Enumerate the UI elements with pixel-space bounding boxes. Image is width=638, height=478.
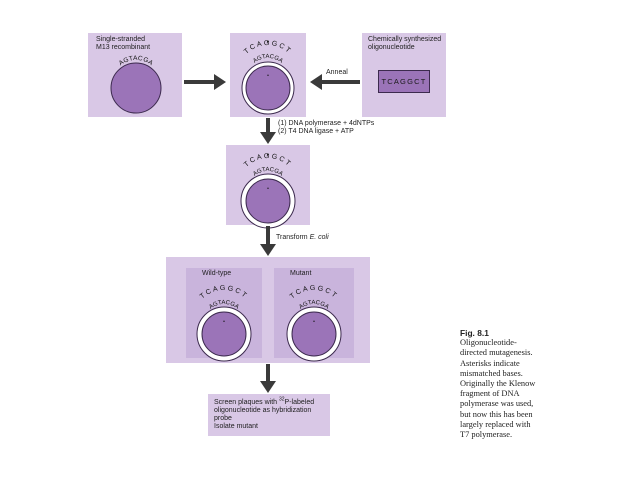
arrow-m13-head — [214, 74, 226, 90]
extended-circle — [245, 178, 291, 224]
caption-line: polymerase was used, — [460, 399, 534, 409]
arrow-down-1-head — [260, 132, 276, 144]
mutant-circle-sequence: AGTACGA — [298, 300, 329, 311]
arrow-down-2-shaft — [266, 226, 270, 246]
arrow-oligo-head — [310, 74, 322, 90]
arrow-m13-shaft — [184, 80, 216, 84]
arrow-down-1-shaft — [266, 118, 270, 134]
wildtype-asterisk-inner: • — [223, 319, 225, 325]
wildtype-outer-sequence: TCAGGCT — [199, 285, 249, 300]
wildtype-circle — [201, 311, 247, 357]
caption-line: directed mutagenesis. — [460, 348, 533, 358]
screen-text: Screen plaques with 32P-labeled oligonuc… — [214, 396, 330, 431]
arrow-down-3-head — [260, 381, 276, 393]
caption-line: largely replaced with — [460, 419, 531, 429]
m13-recombinant-label: Single-stranded M13 recombinant — [96, 36, 151, 51]
extended-circle-sequence: AGTACGA — [252, 167, 283, 178]
polymerase-step-2: (2) T4 DNA ligase + ATP — [278, 128, 354, 135]
extended-asterisk-top: • — [267, 152, 270, 159]
annealed-circle-sequence: AGTACGA — [252, 54, 283, 65]
anneal-label: Anneal — [326, 69, 348, 76]
m13-circle — [110, 62, 162, 114]
caption-line: T7 polymerase. — [460, 430, 513, 440]
caption-line: Originally the Klenow — [460, 379, 536, 389]
screen-line-2: oligonucleotide as hybridization — [214, 407, 312, 414]
wildtype-label: Wild-type — [202, 270, 232, 277]
caption-line: but now this has been — [460, 409, 533, 419]
caption-line: Asterisks indicate — [460, 358, 520, 368]
oligonucleotide-label: Chemically synthesized oligonucleotide — [368, 36, 442, 51]
caption-line: Oligonucleotide- — [460, 338, 517, 348]
caption-line: fragment of DNA — [460, 389, 520, 399]
arrow-down-2-head — [260, 244, 276, 256]
caption-title: Fig. 8.1 — [460, 328, 489, 338]
mutant-asterisk-inner: • — [313, 319, 315, 325]
mutant-label: Mutant — [290, 270, 312, 277]
annealed-asterisk-inner: • — [267, 73, 269, 79]
oligonucleotide-sequence-box: TCAGGCT — [378, 70, 430, 93]
screen-line-4: Isolate mutant — [214, 423, 258, 430]
arrow-oligo-shaft — [320, 80, 360, 84]
extended-asterisk-inner: • — [267, 186, 269, 192]
mutant-circle — [291, 311, 337, 357]
screen-line-3: probe — [214, 415, 232, 422]
screen-line-1: Screen plaques with 32P-labeled — [214, 396, 315, 406]
transform-label: Transform E. coli — [276, 234, 329, 241]
caption-line: mismatched bases. — [460, 368, 523, 378]
annealed-circle — [245, 65, 291, 111]
wildtype-circle-sequence: AGTACGA — [208, 300, 239, 311]
mutant-outer-sequence: TCAGGCT — [289, 285, 339, 300]
polymerase-step-1: (1) DNA polymerase + 4dNTPs — [278, 120, 375, 127]
process-arrows — [184, 74, 360, 393]
annealed-asterisk-top: • — [267, 39, 270, 46]
arrow-down-3-shaft — [266, 364, 270, 382]
figure-caption: Fig. 8.1 Oligonucleotide- directed mutag… — [460, 328, 535, 440]
screen-panel — [208, 394, 330, 436]
